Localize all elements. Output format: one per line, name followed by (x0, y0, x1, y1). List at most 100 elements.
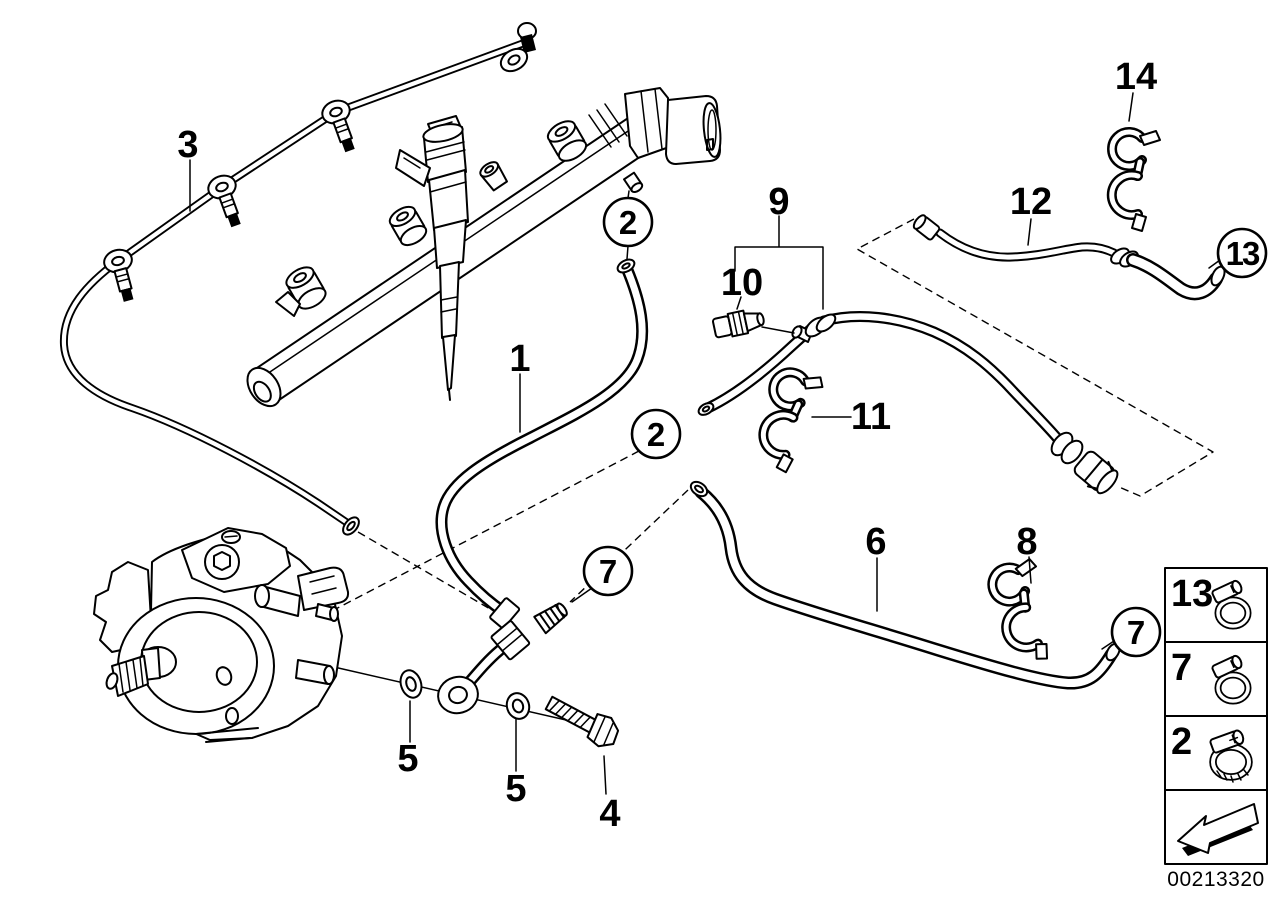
legend-dividers (1164, 641, 1268, 791)
svg-text:7[interactable]: 7 (1127, 614, 1145, 651)
hose9-rib (1060, 439, 1084, 465)
tube-inner (937, 230, 1117, 260)
callout-8[interactable]: 8 (1016, 521, 1037, 563)
rail-mounting-boss (546, 120, 588, 162)
hose1-top-tip (616, 258, 636, 274)
callout-leaders (189, 92, 1221, 795)
clamp-11 (758, 367, 824, 474)
svg-text:7[interactable]: 7 (599, 553, 617, 590)
tube-inner (438, 265, 646, 616)
union-nut (490, 620, 531, 661)
vent-hose-12 (912, 214, 1226, 301)
callout-3[interactable]: 3 (177, 124, 198, 166)
rail-end-cap (246, 366, 282, 408)
callout-10[interactable]: 10 (721, 262, 763, 304)
leak-line-tee (207, 174, 241, 228)
legend-row-7[interactable]: 7 (1171, 647, 1252, 705)
hose6-left-tip (689, 480, 709, 498)
dashed-hose12-to-hose9 (856, 218, 1214, 497)
leak-off-line (59, 22, 537, 536)
fuel-feed-hose-9 (697, 309, 1119, 495)
legend-row-13[interactable]: 13 (1171, 573, 1252, 630)
rail-return-stub (623, 171, 644, 194)
tube-inner (1109, 129, 1145, 169)
callout-circled-2b[interactable]: 2 (630, 408, 682, 460)
callout-circled-7b[interactable]: 7 (1110, 606, 1162, 658)
svg-text:2[interactable]: 2 (647, 416, 665, 453)
rail-pressure-sensor (624, 87, 722, 165)
injector-shaft (439, 261, 460, 339)
callout-6[interactable]: 6 (865, 521, 886, 563)
dashed-clamp2-to-pump (329, 450, 640, 613)
callout-14[interactable]: 14 (1115, 56, 1157, 98)
callouts: 3 1 9 10 11 12 14 6 8 5 5 4 2 2 7 7 13 (177, 56, 1268, 835)
tube-inner (820, 313, 1062, 443)
callout-11[interactable]: 11 (851, 396, 891, 438)
callout-circled-2a[interactable]: 2 (602, 196, 654, 248)
clamp-14 (1106, 127, 1161, 232)
svg-text:2[interactable]: 2 (619, 204, 637, 241)
callout-4[interactable]: 4 (599, 793, 620, 835)
tube-inner (61, 40, 527, 527)
hose-clamp-icon (1211, 579, 1252, 630)
fuel-injector (395, 115, 469, 401)
svg-text:2[interactable]: 2 (1171, 721, 1192, 763)
callout-5b[interactable]: 5 (505, 768, 526, 810)
clamp-8 (987, 558, 1049, 660)
injector-lower-body (433, 219, 467, 269)
rail-mounting-boss (285, 266, 327, 310)
legend-row-2[interactable]: 2 (1171, 721, 1253, 783)
banjo-bolt-4 (544, 695, 620, 748)
return-hose-6 (689, 480, 1121, 690)
callout-circled-7a[interactable]: 7 (582, 545, 634, 597)
callout-circled-13[interactable]: 13 (1216, 227, 1268, 279)
sealing-washer-5b (505, 692, 531, 720)
worm-drive-clamp-icon (1209, 729, 1253, 783)
callout-5a[interactable]: 5 (397, 738, 418, 780)
banjo-assembly (399, 602, 620, 748)
sealing-washer-5a (399, 669, 423, 699)
direction-arrow-icon (1177, 803, 1259, 856)
tube-inner (760, 412, 796, 458)
leak-line-tee (103, 248, 134, 302)
svg-text:13[interactable]: 13 (1171, 573, 1213, 615)
tube-inner (704, 324, 816, 412)
hose12-connector (912, 214, 941, 241)
pump-connector-plug (297, 566, 350, 611)
injector-needle (442, 334, 456, 391)
tube-inner (989, 565, 1028, 605)
tube-inner (770, 369, 808, 409)
barb-fitting (533, 602, 568, 635)
legend: 13 7 (1164, 567, 1268, 865)
tube-inner (1003, 604, 1041, 650)
callout-1[interactable]: 1 (509, 338, 530, 380)
banjo-eye (437, 675, 479, 715)
sensor-hex (624, 87, 673, 159)
diagram-code: 00213320 (1167, 868, 1264, 891)
rail-ribs (588, 103, 628, 148)
svg-text:13[interactable]: 13 (1226, 235, 1262, 272)
tube-inner (697, 488, 1115, 688)
fuel-feed-line-1 (435, 258, 649, 630)
rail-mounting-boss (388, 205, 428, 247)
leak-line-end-fitting (499, 22, 537, 73)
fuel-rail (246, 87, 722, 408)
svg-text:7[interactable]: 7 (1171, 647, 1192, 689)
pump-socket-screw (204, 544, 240, 580)
hose-clamp-icon (1211, 654, 1252, 705)
tube-inner (1128, 255, 1221, 298)
injector-upper-body (428, 169, 469, 231)
hose9-quick-connector (1073, 450, 1119, 495)
hose9-left-tip (697, 402, 715, 416)
leak-line-tee (321, 99, 355, 153)
hose1-crimp (489, 597, 521, 630)
dashed-leakhose-to-fitting (357, 531, 498, 614)
rail-bracket (275, 291, 301, 317)
leak-hose-tip (342, 516, 360, 536)
callout-9[interactable]: 9 (768, 181, 789, 223)
pump-bottom-lines (195, 727, 259, 743)
callout-12[interactable]: 12 (1010, 181, 1052, 223)
rail-port (479, 161, 508, 192)
